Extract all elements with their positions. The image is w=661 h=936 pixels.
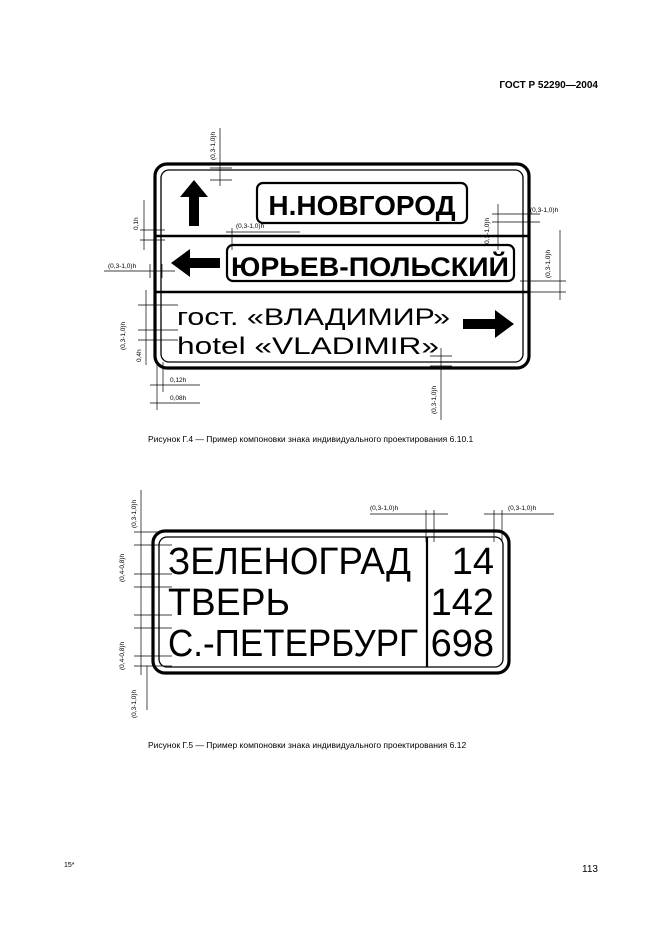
dim-g5-right-margin: (0,3-1,0)h	[508, 505, 537, 512]
city-2: ТВЕРЬ	[168, 582, 290, 624]
city-1: ЗЕЛЕНОГРАД	[168, 541, 411, 583]
arrow-left-icon	[171, 249, 220, 277]
destination-1: Н.НОВГОРОД	[268, 190, 455, 221]
figure-g5: ЗЕЛЕНОГРАД 14 ТВЕРЬ 142 С.-ПЕТЕРБУРГ 698…	[119, 490, 554, 718]
km-1: 14	[452, 541, 494, 583]
dim-g5-column-gap: (0,3-1,0)h	[370, 505, 399, 512]
dim-inner-gap: (0,3-1,0)h	[236, 223, 265, 230]
destination-box-1	[255, 181, 469, 225]
arrow-up-icon	[180, 180, 208, 226]
hotel-line-ru: гост. «ВЛАДИМИР»	[177, 304, 450, 331]
sign-outer-border	[153, 162, 531, 370]
dimension-lines-g4	[104, 128, 566, 420]
km-2: 142	[431, 582, 494, 624]
page-number: 113	[582, 864, 598, 875]
dim-line-gap: (0,3-1,0)h	[120, 321, 127, 350]
dim-g5-row-gap-1: (0,4-0,8)h	[119, 553, 126, 582]
figure-g5-caption: Рисунок Г.5 — Пример компоновки знака ин…	[148, 740, 467, 750]
dim-right-gap-3: (0,3-1,0)h	[545, 249, 552, 278]
km-3: 698	[431, 623, 494, 665]
dim-right-gap-1: (0,3-1,0)h	[484, 217, 491, 246]
standard-header: ГОСТ Р 52290—2004	[499, 80, 598, 91]
destination-2: ЮРЬЕВ-ПОЛЬСКИЙ	[231, 251, 509, 282]
arrow-right-icon	[463, 310, 514, 338]
figure-g4: Н.НОВГОРОД ЮРЬЕВ-ПОЛЬСКИЙ гост. «ВЛАДИМИ…	[104, 128, 566, 420]
dim-g5-row-gap-2: (0,4-0,8)h	[119, 641, 126, 670]
dimension-lines-g5	[134, 490, 554, 710]
dim-top-gap: (0,3-1,0)h	[210, 131, 217, 160]
destination-box-2	[225, 243, 516, 283]
sign-g5-inner-border	[158, 536, 504, 668]
dim-g5-top-margin: (0,3-1,0)h	[131, 499, 138, 528]
dim-line-spacing: 0,4h	[136, 349, 143, 362]
dim-left-gap: (0,3-1,0)h	[108, 263, 137, 270]
figure-g4-caption: Рисунок Г.4 — Пример компоновки знака ин…	[148, 434, 474, 444]
footer-mark: 15*	[64, 862, 75, 869]
dim-g5-bottom-margin: (0,3-1,0)h	[131, 689, 138, 718]
dim-border-inner: 0,12h	[170, 377, 187, 384]
dim-right-gap-2: (0,3-1,0)h	[530, 207, 559, 214]
city-3: С.-ПЕТЕРБУРГ	[168, 623, 418, 665]
dim-bottom-gap: (0,3-1,0)h	[431, 385, 438, 414]
sign-inner-border	[160, 169, 524, 363]
sign-g5-outer-border	[151, 529, 511, 675]
dim-row-gap: 0,1h	[133, 217, 140, 230]
dim-border-outer: 0,08h	[170, 395, 187, 402]
hotel-line-en: hotel «VLADIMIR»	[177, 333, 439, 360]
